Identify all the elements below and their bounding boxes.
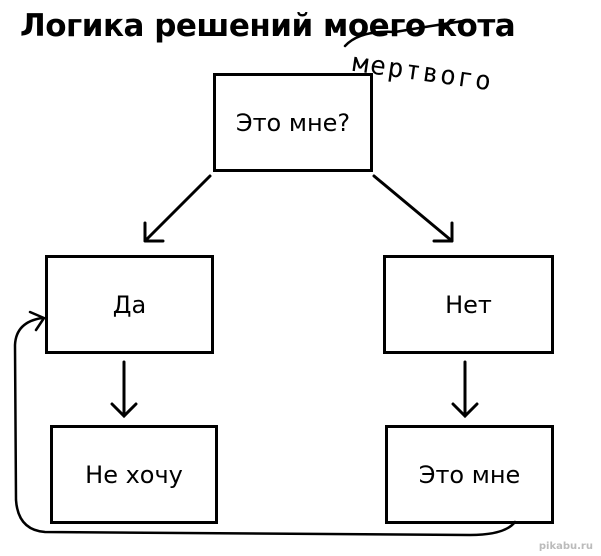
title-struck-word: моего xyxy=(323,8,426,44)
node-yes: Да xyxy=(45,255,214,354)
arrow-root-no xyxy=(372,174,454,243)
node-no-result: Это мне xyxy=(385,425,554,524)
title-prefix: Логика решений xyxy=(20,8,324,44)
title-suffix: кота xyxy=(425,8,516,44)
loop-arrow xyxy=(13,310,517,537)
title: Логика решений моего кота xyxy=(20,8,516,44)
arrow-no-result xyxy=(451,360,479,419)
node-yes-result: Не хочу xyxy=(50,425,218,524)
strikethrough-line xyxy=(343,18,472,48)
arrow-root-yes xyxy=(143,174,212,243)
node-no: Нет xyxy=(383,255,554,354)
arrow-yes-result xyxy=(110,360,138,419)
watermark: pikabu.ru xyxy=(538,541,593,552)
node-root: Это мне? xyxy=(213,73,373,172)
